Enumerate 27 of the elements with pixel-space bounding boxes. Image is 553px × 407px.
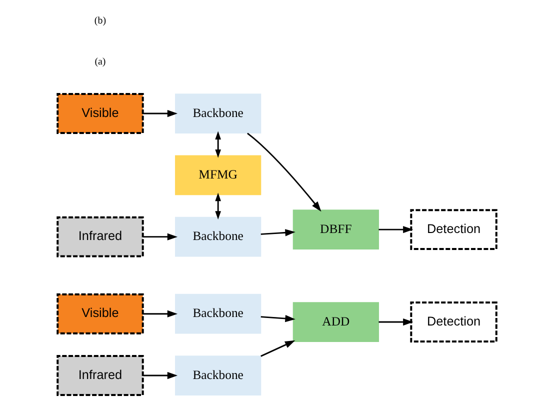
arrow [142, 310, 178, 318]
arrow [142, 110, 178, 118]
node-box: Visible [56, 93, 144, 134]
arrow [260, 340, 295, 357]
label: (b) [94, 16, 106, 27]
node-box: Backbone [174, 94, 261, 134]
arrow [378, 318, 413, 326]
arrow [214, 192, 220, 220]
node-box: Backbone [174, 294, 261, 334]
node-box: Backbone [174, 216, 261, 257]
node-box: Detection [410, 302, 497, 343]
node-box: ADD [292, 302, 378, 342]
node-box: Infrared [56, 355, 144, 396]
arrow [260, 314, 295, 322]
node-box: Backbone [174, 356, 261, 396]
node-box: Infrared [56, 216, 144, 258]
arrow [142, 372, 178, 380]
node-box: Visible [56, 293, 144, 334]
node-box: DBFF [292, 210, 378, 250]
arrow [214, 131, 220, 158]
arrow [142, 233, 178, 240]
label: (a) [94, 56, 106, 68]
arrow [260, 229, 295, 236]
arrow [246, 132, 321, 212]
node-box: Detection [410, 209, 497, 250]
node-box: MFMG [174, 155, 261, 196]
arrow [378, 226, 413, 234]
